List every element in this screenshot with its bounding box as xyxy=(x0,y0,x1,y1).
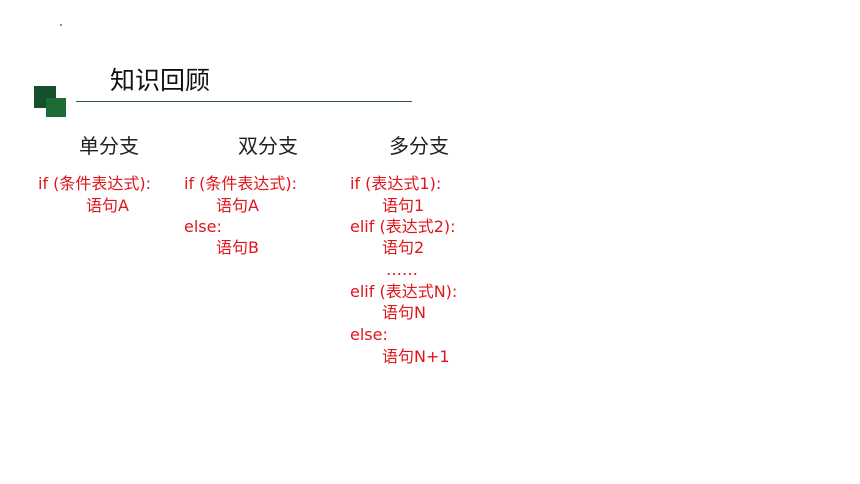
code-line: elif (表达式2): xyxy=(350,217,456,236)
code-line: elif (表达式N): xyxy=(350,282,458,301)
heading-single-branch: 单分支 xyxy=(79,134,139,158)
slide-title: 知识回顾 xyxy=(110,66,211,95)
decorative-dot xyxy=(60,24,62,26)
code-line: 语句1 xyxy=(382,196,425,215)
code-line: if (表达式1): xyxy=(350,174,442,193)
code-line: …… xyxy=(386,260,418,279)
code-line: 语句B xyxy=(216,238,259,257)
code-line: else: xyxy=(184,217,222,236)
code-line: 语句A xyxy=(86,196,129,215)
code-line: else: xyxy=(350,325,388,344)
heading-multi-branch: 多分支 xyxy=(389,134,449,158)
title-square-mid-icon xyxy=(46,98,66,117)
code-line: 语句N xyxy=(382,303,426,322)
code-line: if (条件表达式): xyxy=(184,174,298,193)
title-underline xyxy=(76,101,412,102)
code-line: 语句N+1 xyxy=(382,347,450,366)
code-line: 语句2 xyxy=(382,238,425,257)
code-line: if (条件表达式): xyxy=(38,174,152,193)
heading-double-branch: 双分支 xyxy=(238,134,298,158)
code-line: 语句A xyxy=(216,196,259,215)
